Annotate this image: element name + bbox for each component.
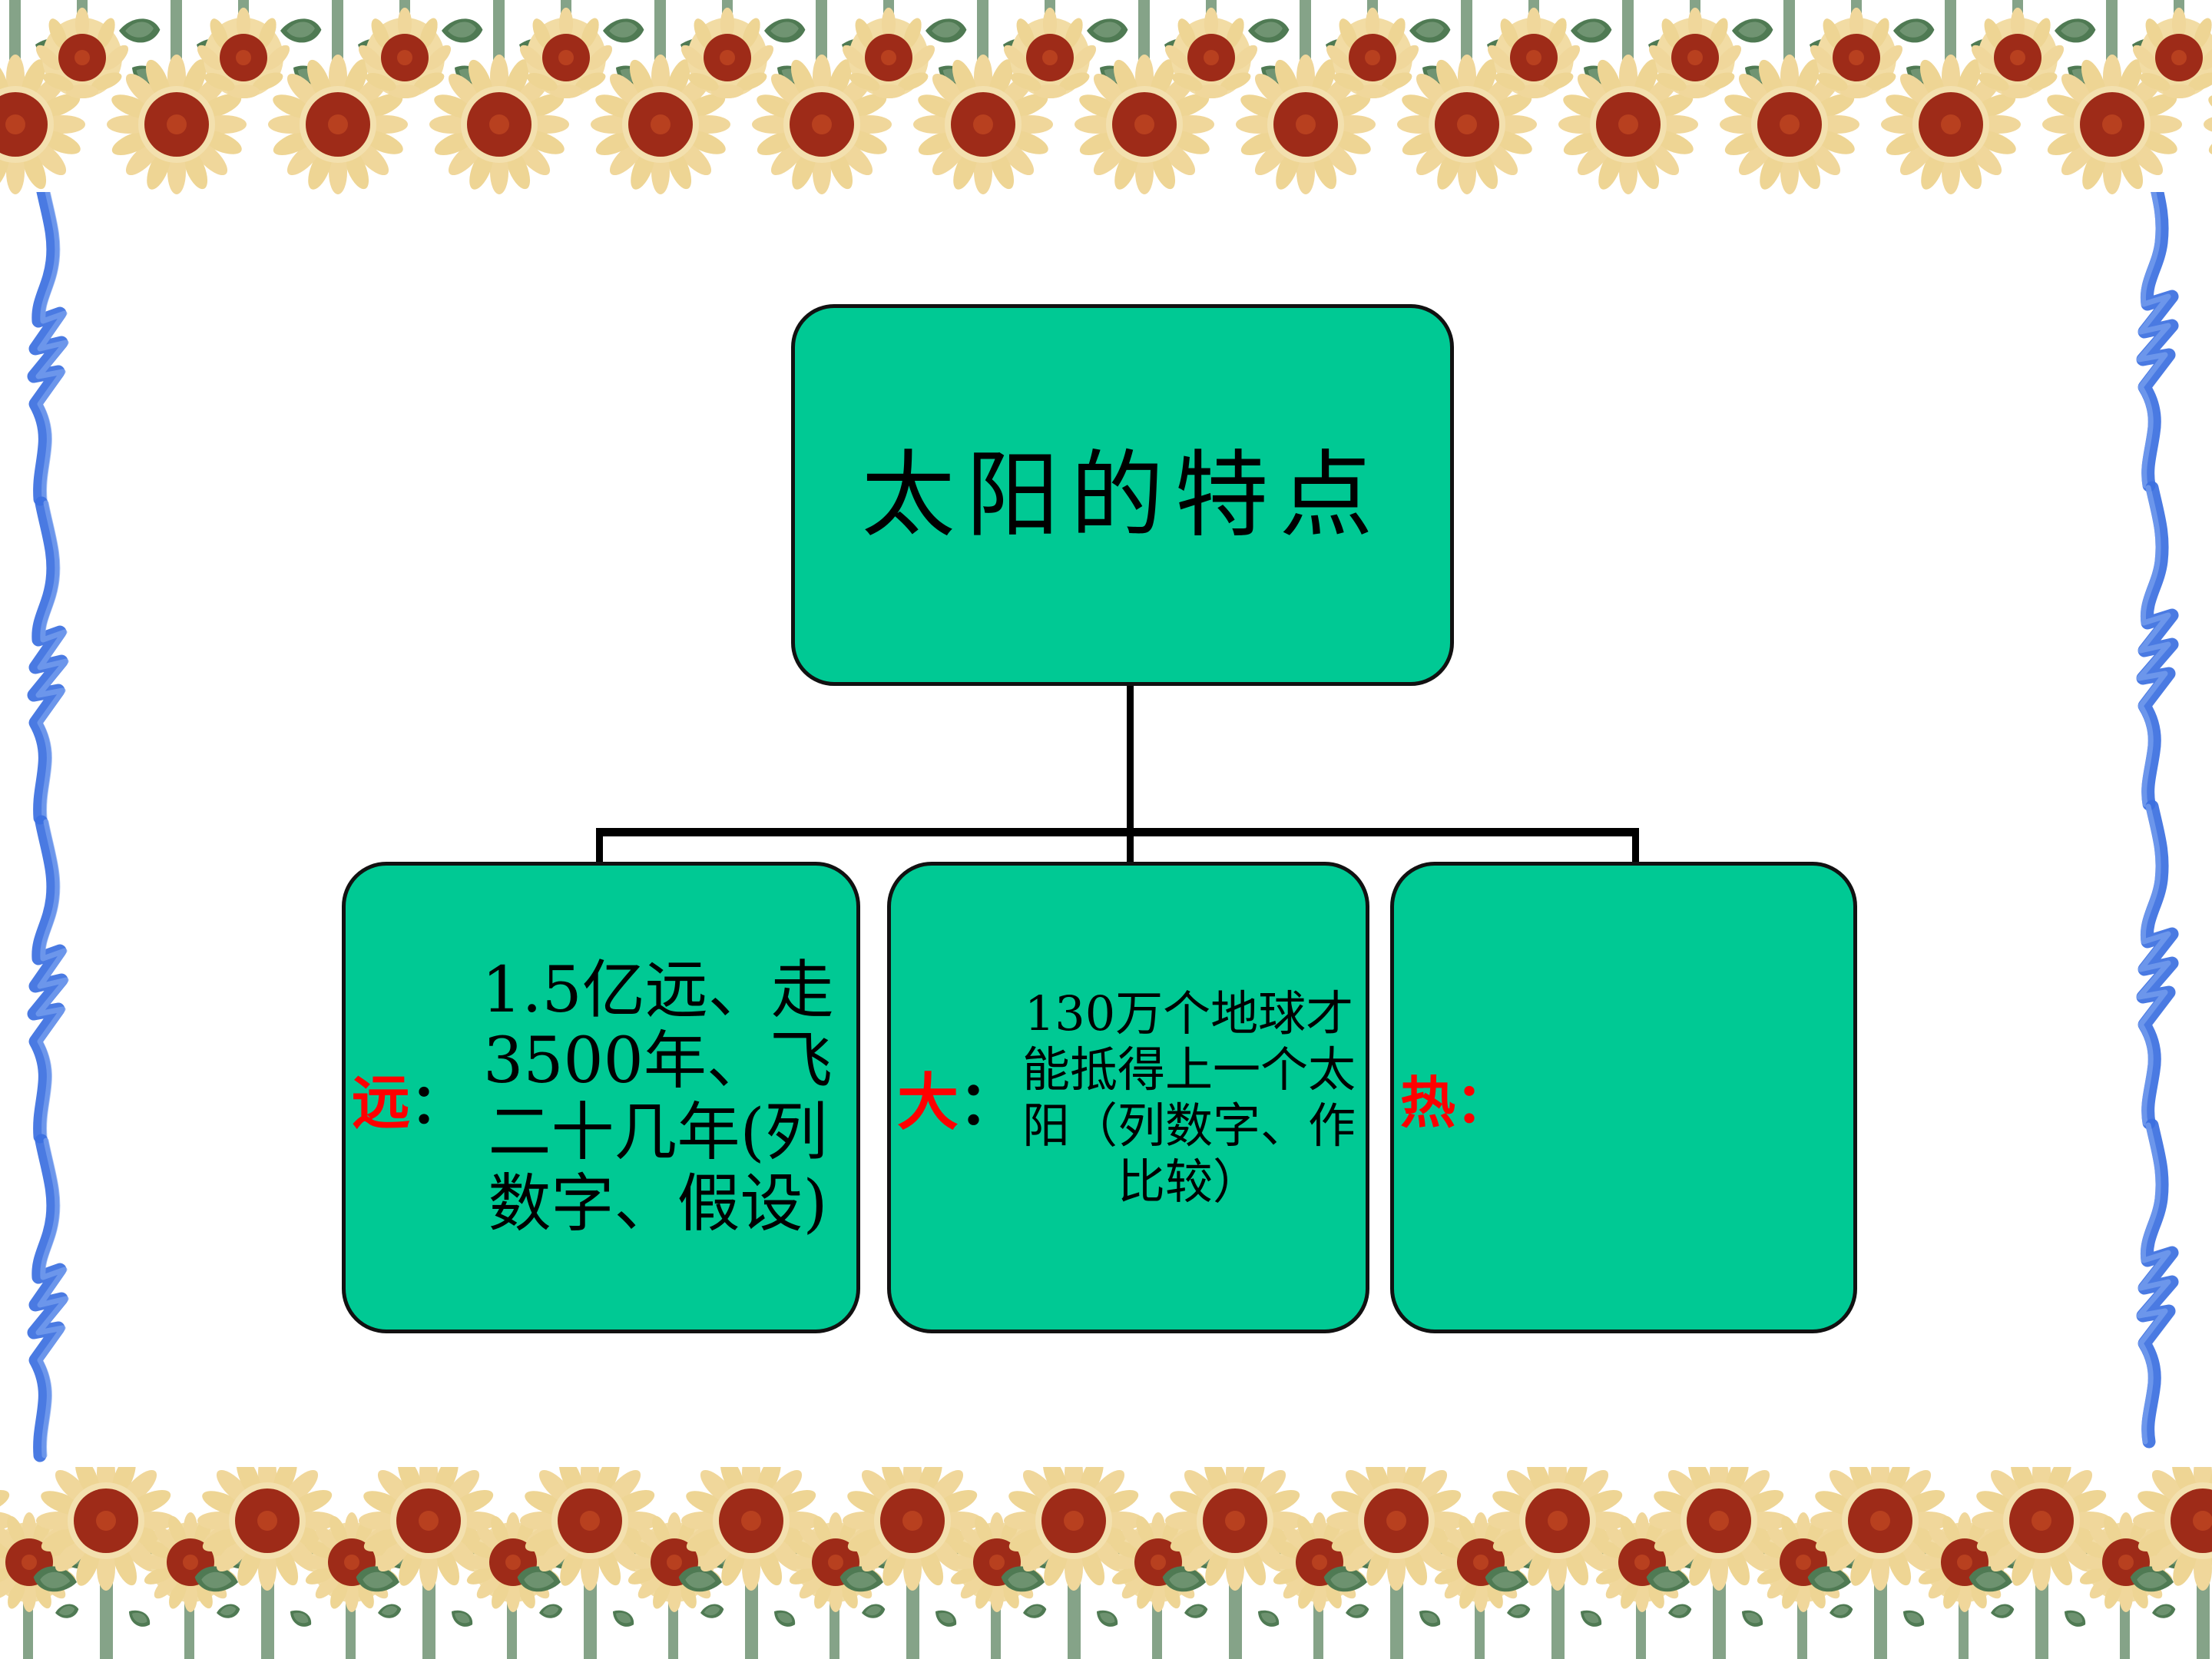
- node-distance-colon: ：: [410, 1071, 466, 1136]
- node-distance-label: 远：: [352, 1055, 465, 1140]
- node-heat[interactable]: 热：: [1390, 862, 1857, 1333]
- connector-drop-big: [1127, 828, 1134, 865]
- node-distance[interactable]: 远： 1.5亿远、走3500年、飞二十几年(列数字、假设): [342, 862, 860, 1333]
- node-size-colon: ：: [959, 1068, 1019, 1138]
- connector-root-stem: [1127, 686, 1134, 833]
- node-heat-label-char: 热: [1400, 1069, 1456, 1135]
- node-title-text: 太阳的特点: [861, 440, 1384, 550]
- node-heat-label: 热：: [1400, 1058, 1511, 1138]
- node-size-label: 大：: [897, 1053, 1018, 1142]
- node-distance-body: 1.5亿远、走3500年、飞二十几年(列数字、假设): [482, 953, 834, 1240]
- node-size-label-char: 大: [897, 1066, 959, 1138]
- connector-horizontal-bar: [596, 828, 1639, 836]
- node-distance-label-char: 远: [352, 1068, 410, 1137]
- node-sun-characteristics[interactable]: 太阳的特点: [791, 304, 1454, 686]
- node-heat-colon: ：: [1455, 1069, 1512, 1135]
- node-size-body: 130万个地球才能抵得上一个太阳（列数字、作比较）: [1022, 985, 1356, 1210]
- node-size[interactable]: 大： 130万个地球才能抵得上一个太阳（列数字、作比较）: [887, 862, 1369, 1333]
- connector-drop-hot: [1632, 828, 1639, 865]
- connector-drop-far: [596, 828, 603, 865]
